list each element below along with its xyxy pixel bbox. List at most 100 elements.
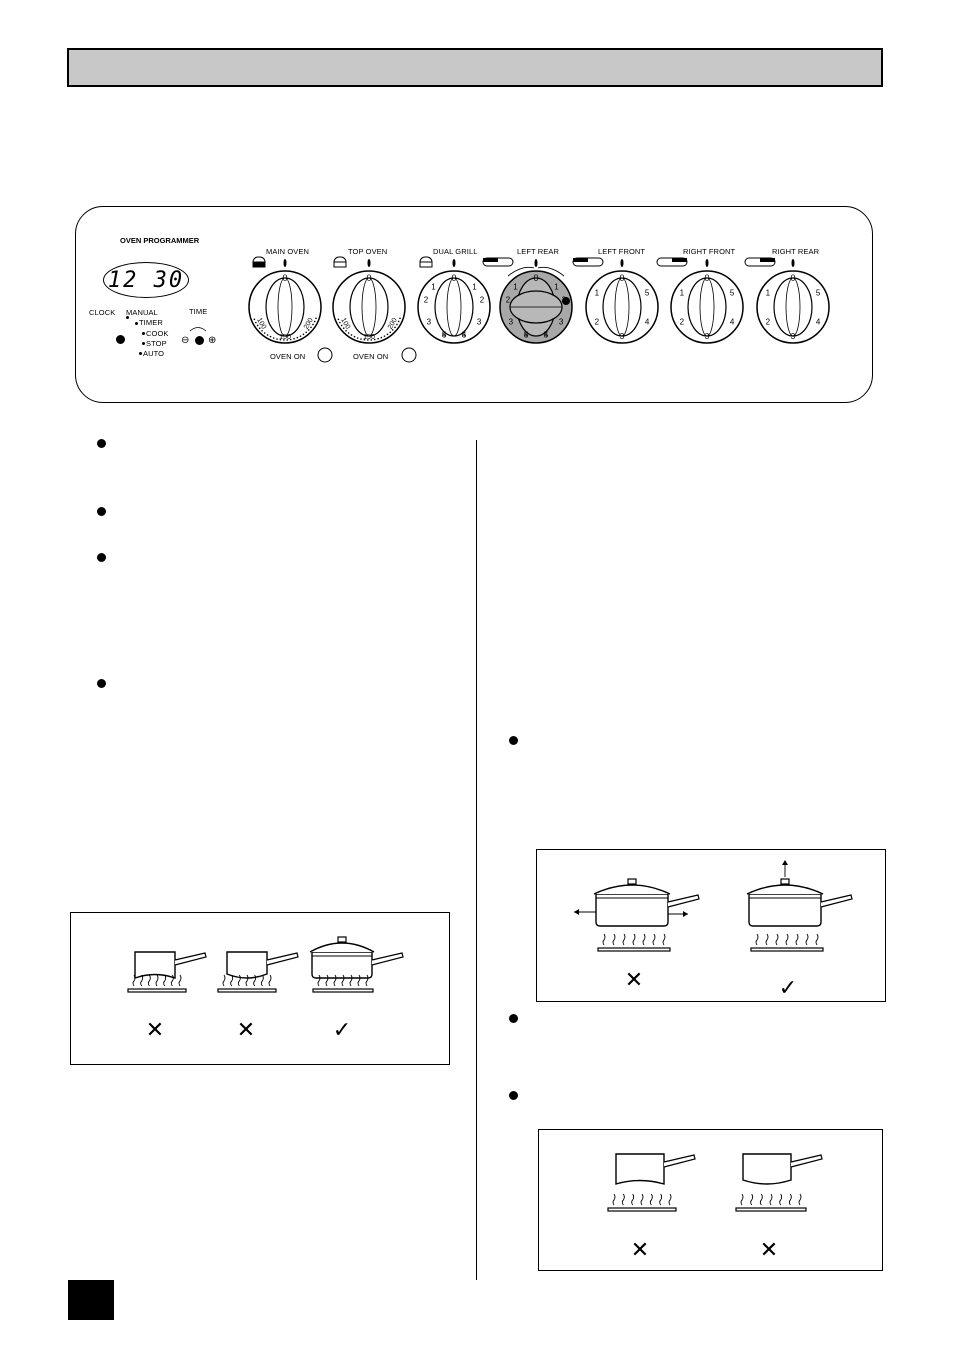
mode-auto: AUTO <box>143 349 165 358</box>
time-button-dot <box>195 336 204 345</box>
mode-dot <box>142 342 145 345</box>
steam-arrow <box>683 911 688 917</box>
hob-zone-icon <box>573 258 588 262</box>
dial-number-mark: 4 <box>730 318 735 327</box>
pan-handle <box>266 952 299 966</box>
pan-lid-figure <box>536 849 886 1002</box>
dial-temp-mark: 200 <box>387 317 399 331</box>
control-label-dual-grill: DUAL GRILL <box>433 247 478 256</box>
dial-scale-dot <box>305 331 308 334</box>
steam-arrow <box>782 860 788 865</box>
heat-wave <box>662 933 666 946</box>
dial-scale-dot <box>312 323 314 326</box>
hotplate <box>312 988 374 993</box>
heat-wave <box>795 933 799 946</box>
heat-wave <box>785 933 789 946</box>
dial-number-mark: 3 <box>427 318 432 327</box>
display-time: 12 30 <box>107 267 185 293</box>
dial-scale-dot <box>263 332 266 334</box>
heat-wave <box>798 1193 802 1206</box>
cross-mark-icon: ✕ <box>237 1017 255 1042</box>
dial-number-mark: 5 <box>816 289 821 298</box>
dial-number-mark: 1 <box>513 282 518 291</box>
dial-temp-mark: 150 <box>279 334 291 341</box>
dial-number-mark: 2 <box>595 318 600 327</box>
time-arc-icon <box>189 327 207 332</box>
dial-scale-dot <box>377 337 379 340</box>
dial-number-mark: 1 <box>554 282 559 291</box>
heat-wave <box>750 1193 754 1206</box>
section-header-bar <box>67 48 883 87</box>
dial-number-mark: 2 <box>424 295 429 304</box>
knob-body <box>773 277 813 337</box>
knob-body <box>265 277 305 337</box>
dial-number-mark: 5 <box>524 330 529 339</box>
control-label-left-front: LEFT FRONT <box>598 247 646 256</box>
heat-wave <box>805 933 809 946</box>
dial-number-mark: 2 <box>766 318 771 327</box>
dial-scale-dot <box>370 339 373 341</box>
heat-wave <box>765 933 769 946</box>
pan-handle <box>667 894 700 908</box>
pan-handle <box>371 952 404 966</box>
dial-scale-dot <box>345 329 347 332</box>
dial-scale-dot <box>380 336 383 339</box>
dial-scale-dot <box>253 318 256 321</box>
heat-wave <box>140 974 144 987</box>
dial-scale-dot <box>337 318 340 321</box>
dial-number-mark: 3 <box>477 318 482 327</box>
heat-wave <box>253 974 257 987</box>
dial-scale-dot <box>293 337 295 340</box>
indicator-mark <box>620 259 624 267</box>
heat-wave <box>170 974 174 987</box>
pan-lid-illustration: ✕✓ <box>574 860 853 1000</box>
dial-scale-dot <box>340 324 343 327</box>
dial-scale-dot <box>310 326 312 329</box>
pan-body <box>595 893 669 927</box>
heat-wave <box>365 974 369 987</box>
check-mark-icon: ✓ <box>333 1017 351 1042</box>
pan-body <box>742 1153 792 1185</box>
dial-scale-dot <box>261 329 263 332</box>
knob-body <box>349 277 389 337</box>
hotplate <box>127 988 187 993</box>
dial-temp-mark: 100 <box>255 317 267 331</box>
dial-zero-mark: 0 <box>451 273 456 283</box>
dial-scale-dot <box>360 338 362 340</box>
dial-number-mark: 1 <box>680 289 685 298</box>
control-dials: 0100150200010015020001234512345012345123… <box>248 256 830 363</box>
dial-temp-mark: 150 <box>363 334 375 341</box>
pan-group: ✕ <box>607 1153 696 1262</box>
heat-wave <box>755 933 759 946</box>
dial-temp-mark: 100 <box>339 317 351 331</box>
cross-mark-icon: ✕ <box>146 1017 164 1042</box>
page-number-block <box>68 1280 114 1320</box>
dial-number-mark: 3 <box>705 332 710 341</box>
hob-zone-icon <box>672 258 687 262</box>
dial-scale-dot <box>315 317 317 320</box>
pan-handle <box>820 894 853 908</box>
mode-dot <box>126 316 129 319</box>
dial-scale-dot <box>269 335 272 338</box>
knob-ridge <box>785 277 801 337</box>
heat-wave <box>779 1193 783 1206</box>
mode-dot <box>139 352 142 355</box>
heat-wave <box>357 974 361 987</box>
dial-number-mark: 3 <box>559 318 564 327</box>
hob-zone-icon <box>483 258 498 262</box>
control-label-right-rear: RIGHT REAR <box>772 247 820 256</box>
heat-wave <box>775 933 779 946</box>
dial-scale-dot <box>350 334 353 336</box>
heat-wave <box>317 974 321 987</box>
dial-scale-dot <box>391 329 394 331</box>
dial-scale-dot <box>399 317 401 320</box>
dial-zero-mark: 0 <box>366 273 371 283</box>
dial-zero-mark: 0 <box>790 273 795 283</box>
indicator-mark <box>283 259 287 267</box>
dial-scale-dot <box>283 339 285 341</box>
dial-number-mark: 1 <box>472 282 477 291</box>
rotation-arrow <box>507 266 535 277</box>
heat-wave <box>740 1193 744 1206</box>
